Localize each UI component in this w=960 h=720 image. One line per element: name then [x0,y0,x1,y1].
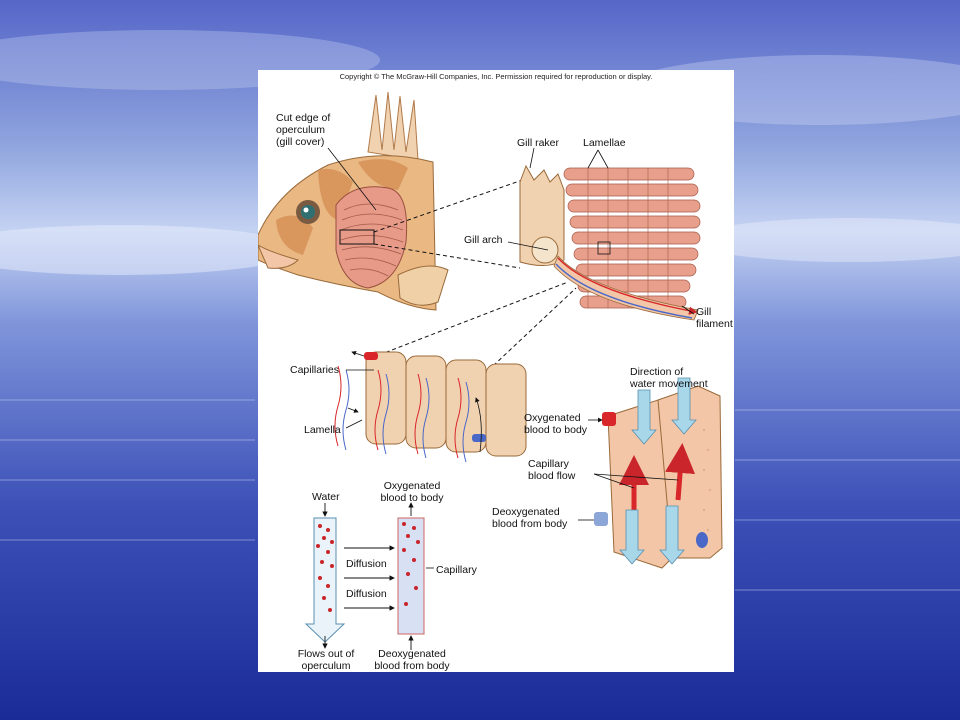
copyright-notice: Copyright © The McGraw-Hill Companies, I… [339,72,653,81]
oxygenated-top-label: Oxygenated blood to body [380,480,444,504]
gill-filament-label: Gill filament [696,306,733,330]
water-label: Water [312,491,340,503]
diffusion-label-1: Diffusion [346,558,387,570]
capillary-label: Capillary [436,564,477,576]
countercurrent-diffusion-model [304,502,434,650]
direction-of-water-label: Direction of water movement [630,366,708,390]
gill-arch-illustration [519,164,701,321]
fish-head-illustration [258,91,449,311]
capillary-blood-flow-label: Capillary blood flow [528,458,576,482]
gill-figure-panel: Copyright © The McGraw-Hill Companies, I… [258,70,734,672]
countercurrent-lamellae-illustration [594,377,723,569]
deoxygenated-bottom-label: Deoxygenated blood from body [374,648,450,672]
lamellae-stack-illustration [334,350,527,463]
lamella-label: Lamella [304,424,341,436]
lamellae-label: Lamellae [583,137,626,149]
gill-raker-label: Gill raker [517,137,560,149]
diffusion-label-2: Diffusion [346,588,387,600]
oxygenated-blood-label: Oxygenated blood to body [524,412,588,436]
gill-diagram [258,91,723,650]
gill-arch-label: Gill arch [464,234,503,246]
cut-edge-label: Cut edge of operculum (gill cover) [276,112,331,148]
flows-out-label: Flows out of operculum [297,648,355,672]
deoxygenated-blood-label: Deoxygenated blood from body [492,506,568,530]
capillaries-label: Capillaries [290,364,340,376]
